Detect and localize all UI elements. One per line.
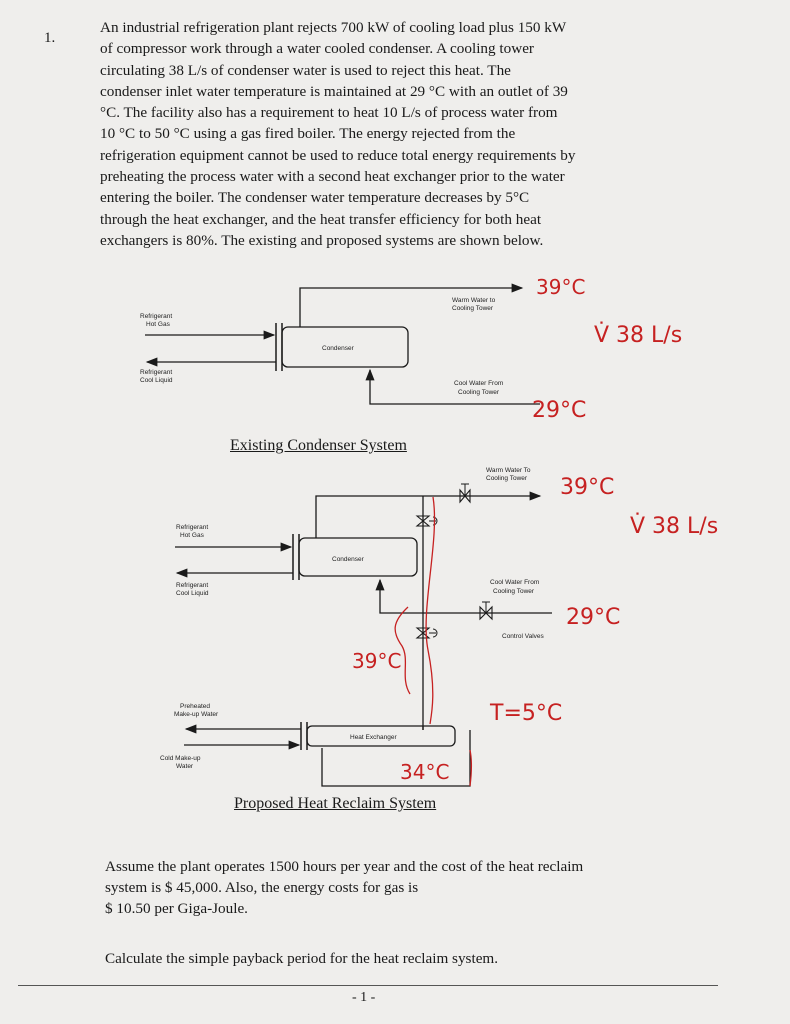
cool-liquid-label: Refrigerant: [140, 369, 172, 376]
cold-makeup-label: Water: [176, 763, 194, 770]
problem-line: entering the boiler. The condenser water…: [100, 189, 530, 207]
handwritten-hx-inlet-temp: 39°C: [352, 649, 401, 673]
valve-icon: [415, 627, 438, 639]
preheated-label: Preheated: [180, 703, 210, 710]
valve-icon: [479, 601, 493, 621]
assumptions-text: Assume the plant operates 1500 hours per…: [105, 856, 725, 919]
hot-gas-label: Refrigerant: [176, 524, 208, 531]
valve-icon: [459, 483, 471, 504]
question-number: 1.: [44, 30, 56, 46]
problem-line: An industrial refrigeration plant reject…: [100, 19, 567, 36]
cool-water-pipe: [375, 578, 552, 614]
handwritten-brace: [394, 606, 411, 695]
cool-liquid-label: Cool Liquid: [140, 377, 173, 384]
condenser-label: Condenser: [332, 556, 365, 563]
cool-water-label: Cooling Tower: [458, 389, 500, 396]
hot-gas-label: Hot Gas: [180, 532, 205, 539]
handwritten-inlet-temp: 29°C: [566, 605, 620, 630]
hx-return-pipe: [321, 730, 471, 787]
condenser-label: Condenser: [322, 345, 355, 352]
handwritten-inlet-temp: 29°C: [532, 398, 586, 423]
preheated-label: Make-up Water: [174, 711, 219, 718]
warm-water-pipe: [299, 283, 524, 327]
hot-gas-label: Hot Gas: [146, 321, 171, 328]
problem-line: preheating the process water with a seco…: [100, 168, 565, 186]
problem-line: °C. The facility also has a requirement …: [100, 104, 558, 122]
problem-line: exchangers is 80%. The existing and prop…: [100, 231, 544, 249]
cool-water-pipe: [365, 368, 540, 405]
problem-line: circulating 38 L/s of condenser water is…: [100, 61, 511, 79]
handwritten-flow-rate: V̇ 38 L/s: [594, 322, 682, 348]
problem-line: condenser inlet water temperature is mai…: [100, 82, 568, 100]
cool-liquid-label: Refrigerant: [176, 582, 208, 589]
warm-water-label: Warm Water to: [452, 297, 496, 304]
handwritten-outlet-temp: 39°C: [560, 475, 614, 500]
handwritten-flow-rate: V̇ 38 L/s: [630, 513, 718, 539]
page-rule: [18, 985, 718, 986]
warm-water-label: Cooling Tower: [452, 305, 494, 312]
hot-gas-label: Refrigerant: [140, 313, 172, 320]
page-number: - 1 -: [352, 990, 376, 1005]
problem-line: of compressor work through a water coole…: [100, 40, 534, 58]
problem-line: refrigeration equipment cannot be used t…: [100, 146, 576, 164]
problem-line: 10 °C to 50 °C using a gas fired boiler.…: [100, 125, 516, 143]
cool-liquid-label: Cool Liquid: [176, 590, 209, 597]
handwritten-delta-t: T=5°C: [489, 701, 562, 726]
proposed-system-caption: Proposed Heat Reclaim System: [234, 795, 437, 812]
existing-system-caption: Existing Condenser System: [230, 437, 407, 454]
handwritten-hx-outlet-temp: 34°C: [400, 760, 449, 784]
existing-condenser-diagram: Condenser Refrigerant Hot Gas Refrigeran…: [140, 275, 682, 423]
assumption-line: $ 10.50 per Giga-Joule.: [105, 900, 248, 917]
handwritten-underline: [469, 749, 473, 787]
handwritten-flow-path: [425, 496, 436, 725]
assumption-line: system is $ 45,000. Also, the energy cos…: [105, 879, 419, 896]
cool-water-label: Cool Water From: [454, 380, 503, 387]
proposed-heat-reclaim-diagram: Condenser Refrigerant Hot Gas Refrigeran…: [160, 467, 718, 787]
cold-makeup-label: Cold Make-up: [160, 755, 201, 762]
heat-exchanger-label: Heat Exchanger: [350, 734, 397, 741]
problem-line: through the heat exchanger, and the heat…: [100, 210, 542, 228]
control-valves-label: Control Valves: [502, 633, 545, 640]
problem-statement: An industrial refrigeration plant reject…: [100, 17, 688, 251]
warm-water-label: Cooling Tower: [486, 475, 528, 482]
question-prompt: Calculate the simple payback period for …: [105, 950, 499, 967]
warm-water-label: Warm Water To: [486, 467, 531, 474]
assumption-line: Assume the plant operates 1500 hours per…: [105, 858, 584, 875]
cool-water-label: Cool Water From: [490, 579, 539, 586]
handwritten-outlet-temp: 39°C: [536, 275, 585, 299]
cool-water-label: Cooling Tower: [493, 588, 535, 595]
